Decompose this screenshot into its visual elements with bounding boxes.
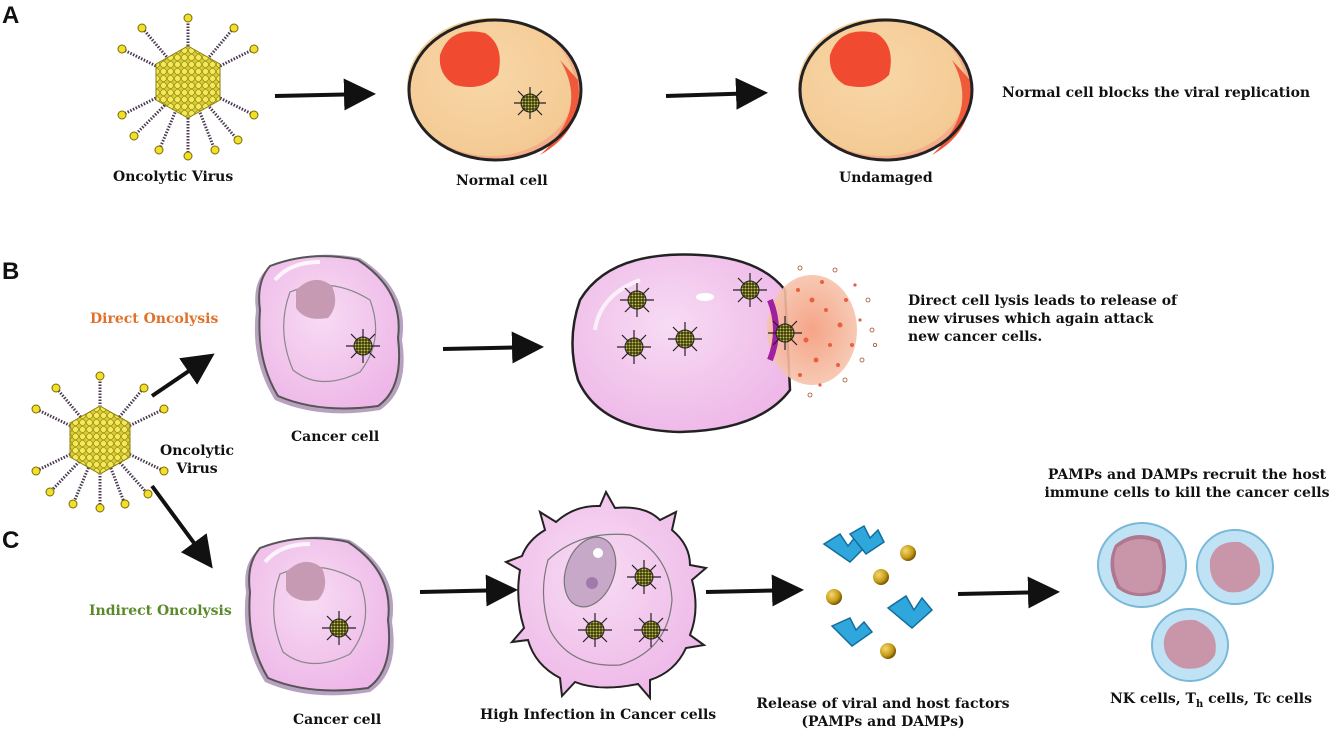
virus-small-icon xyxy=(514,87,546,119)
lysing-cancer-cell-icon xyxy=(571,253,878,434)
indirect-oncolysis-label: Indirect Oncolysis xyxy=(89,603,232,619)
panel-label-b: B xyxy=(2,258,20,285)
cancer-cell-icon xyxy=(244,536,394,696)
undamaged-label: Undamaged xyxy=(839,170,933,186)
arrow xyxy=(442,331,544,364)
release-line: (PAMPs and DAMPs) xyxy=(801,714,965,730)
virus-small-icon xyxy=(322,611,356,645)
outcome-line: new cancer cells. xyxy=(908,329,1043,345)
direct-oncolysis-label: Direct Oncolysis xyxy=(90,311,219,327)
arrow xyxy=(150,484,213,569)
release-factors-label: Release of viral and host factors (PAMPs… xyxy=(750,695,1016,731)
arrow xyxy=(419,574,518,607)
virus-small-icon xyxy=(578,560,668,647)
recruit-line: immune cells to kill the cancer cells xyxy=(1044,485,1330,501)
release-line: Release of viral and host factors xyxy=(756,696,1010,712)
recruit-line: PAMPs and DAMPs recruit the host xyxy=(1047,467,1327,483)
infected-cancer-cell-icon xyxy=(503,489,709,701)
arrow xyxy=(705,574,804,607)
cancer-cell-icon xyxy=(254,254,404,414)
outcome-line: new viruses which again attack xyxy=(908,311,1154,327)
normal-cell-icon xyxy=(407,18,583,162)
oncolytic-virus-icon xyxy=(117,13,259,161)
arrow xyxy=(665,77,768,110)
arrow xyxy=(150,353,215,398)
panel-label-c: C xyxy=(2,527,20,554)
cancer-cell-label: Cancer cell xyxy=(291,429,380,445)
virus-label: Oncolytic Virus xyxy=(160,442,234,478)
virus-label-line: Oncolytic xyxy=(160,443,234,459)
virus-small-icon xyxy=(346,329,380,363)
panel-label-a: A xyxy=(2,2,20,29)
arrow xyxy=(957,576,1060,609)
outcome-line: Direct cell lysis leads to release of xyxy=(908,293,1178,309)
virus-small-icon xyxy=(617,273,802,364)
oncolytic-virus-icon xyxy=(31,371,169,513)
cancer-cell-label: Cancer cell xyxy=(293,712,382,728)
virus-label: Oncolytic Virus xyxy=(113,169,234,185)
pamps-damps-icon xyxy=(822,524,934,659)
immune-cells-icon xyxy=(1097,522,1274,682)
virus-label-line: Virus xyxy=(176,461,218,477)
lysis-outcome-text: Direct cell lysis leads to release of ne… xyxy=(908,292,1177,346)
arrow xyxy=(274,78,376,111)
recruit-text: PAMPs and DAMPs recruit the host immune … xyxy=(1040,466,1334,502)
outcome-text: Normal cell blocks the viral replication xyxy=(1002,85,1311,101)
undamaged-cell-icon xyxy=(798,18,974,162)
immune-cells-label: NK cells, Th cells, Tc cells xyxy=(1110,691,1312,710)
normal-cell-label: Normal cell xyxy=(456,173,548,189)
high-infection-label: High Infection in Cancer cells xyxy=(480,707,717,723)
